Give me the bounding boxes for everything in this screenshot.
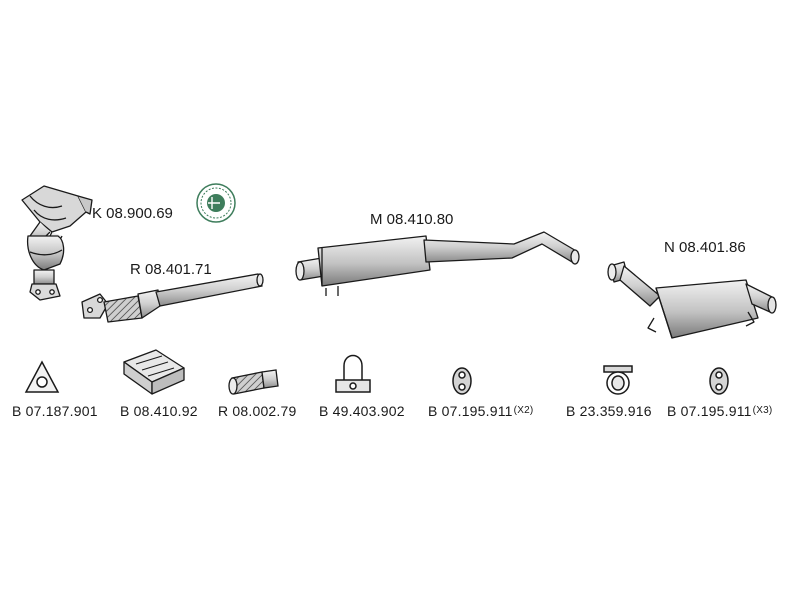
- flex-pipe-icon: [228, 369, 279, 395]
- label-manifold-catalyst: K 08.900.69: [92, 205, 173, 222]
- accessory-label: B 23.359.916: [566, 403, 653, 419]
- part-code: B 23.359.916: [566, 403, 652, 419]
- quantity: (X3): [752, 405, 773, 416]
- rubber-hanger-icon: [709, 367, 729, 395]
- accessory-label: R 08.002.79: [218, 403, 297, 419]
- accessory-label: B 07.187.901: [12, 403, 99, 419]
- accessory-label: B 49.403.902: [319, 403, 406, 419]
- manifold-catalyst-part: [21, 185, 93, 301]
- rubber-hanger-icon: [452, 367, 472, 395]
- pipe-clamp-icon: [603, 365, 633, 395]
- part-code: B 07.195.911: [428, 403, 513, 419]
- u-bolt-clamp-icon: [335, 354, 371, 393]
- mounting-kit-box-icon: [123, 349, 185, 395]
- part-code: R 08.002.79: [218, 403, 297, 419]
- label-front-pipe: R 08.401.71: [130, 261, 212, 278]
- accessory-label: B 08.410.92: [120, 403, 199, 419]
- accessory-label: B 07.195.911(X3): [667, 403, 772, 419]
- middle-silencer-part: [295, 231, 580, 296]
- quality-seal-icon: [196, 183, 236, 223]
- part-code: B 07.195.911: [667, 403, 752, 419]
- part-code: B 49.403.902: [319, 403, 405, 419]
- label-middle-silencer: M 08.410.80: [370, 211, 453, 228]
- part-code: B 08.410.92: [120, 403, 198, 419]
- rear-silencer-part: [607, 261, 777, 339]
- front-pipe-part: [81, 273, 264, 323]
- accessory-label: B 07.195.911(X2): [428, 403, 533, 419]
- quantity: (X2): [513, 405, 534, 416]
- triangle-gasket-icon: [24, 360, 60, 393]
- part-code: B 07.187.901: [12, 403, 98, 419]
- label-rear-silencer: N 08.401.86: [664, 239, 746, 256]
